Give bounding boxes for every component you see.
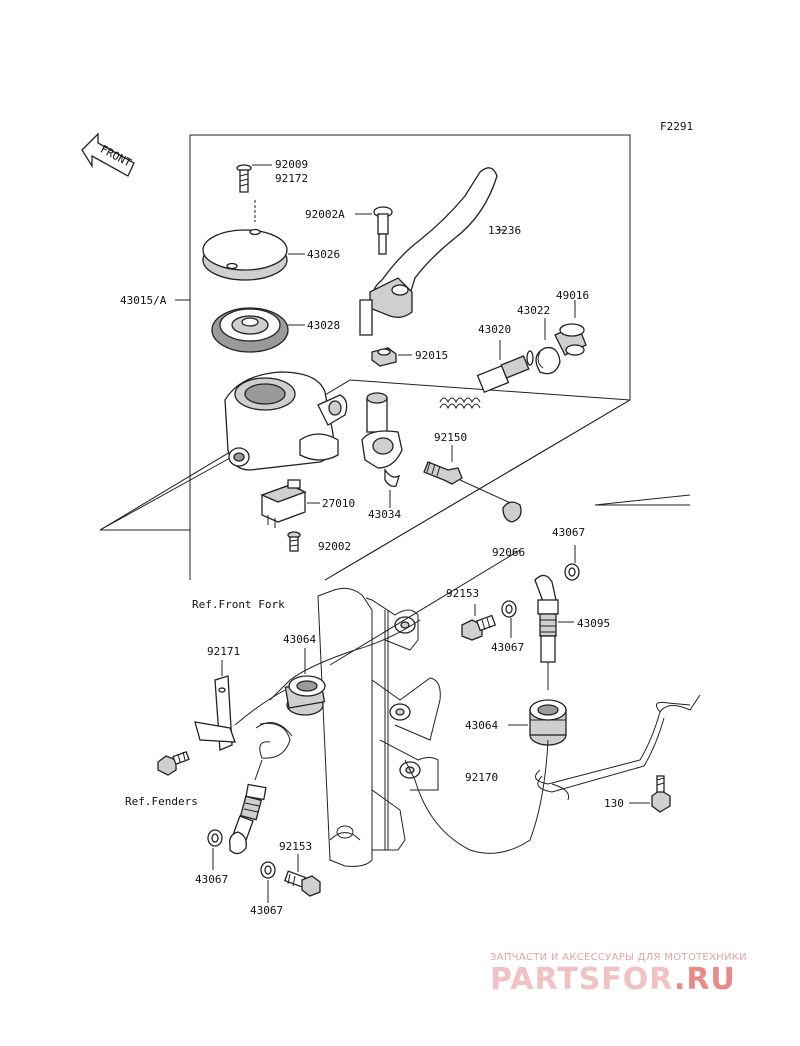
banjo-bolt-part-b (283, 854, 321, 897)
guide-line (329, 549, 521, 666)
label-43067-d: 43067 (250, 904, 283, 917)
dust-boot-part (554, 300, 587, 356)
guide-line (594, 494, 691, 506)
label-43067-a: 43067 (552, 526, 585, 539)
circlip-part (535, 318, 561, 375)
watermark-logo-tld: .RU (673, 962, 736, 997)
label-92171: 92171 (207, 645, 240, 658)
label-92015: 92015 (415, 349, 448, 362)
label-43026: 43026 (307, 248, 340, 261)
brake-switch-part (260, 479, 320, 528)
label-92172: 92172 (275, 172, 308, 185)
label-43022: 43022 (517, 304, 550, 317)
label-92150: 92150 (434, 431, 467, 444)
clamp-bolt-part (423, 445, 463, 485)
label-92002: 92002 (318, 540, 351, 553)
bracket-bolt-part (157, 751, 190, 776)
hose-bracket-part (194, 660, 286, 751)
label-92170: 92170 (465, 771, 498, 784)
label-92153-b: 92153 (279, 840, 312, 853)
brake-hose-part (269, 619, 549, 854)
switch-screw-part (287, 531, 301, 552)
front-arrow-icon: FRONT (81, 132, 135, 177)
brake-lever-part (359, 167, 505, 336)
label-43020: 43020 (478, 323, 511, 336)
washer-part-c (207, 829, 223, 870)
label-43015A: 43015/A (120, 294, 167, 307)
part-labels: 92009 92172 92002A 13236 43026 43015/A 4… (120, 158, 624, 917)
lower-banjo-fitting-part (229, 783, 267, 855)
diaphragm-part (211, 307, 305, 353)
banjo-bolt-part-a (461, 604, 497, 641)
lever-nut-part (371, 347, 412, 367)
cap-screw-part (236, 164, 272, 222)
ref-front-fork-label: Ref.Front Fork (192, 598, 285, 611)
label-92066: 92066 (492, 546, 525, 559)
ref-fenders-label: Ref.Fenders (125, 795, 198, 808)
watermark-logo: PARTSFOR.RU (490, 962, 736, 997)
label-43064-a: 43064 (283, 633, 316, 646)
label-43034: 43034 (368, 508, 401, 521)
label-43028: 43028 (307, 319, 340, 332)
handlebar-clamp-part (361, 392, 403, 508)
label-92002A: 92002A (305, 208, 345, 221)
label-27010: 27010 (322, 497, 355, 510)
label-130: 130 (604, 797, 624, 810)
piston-assembly-part (439, 340, 534, 410)
label-49016: 49016 (556, 289, 589, 302)
pivot-bolt-part (355, 206, 393, 255)
guide-line (324, 399, 631, 581)
label-92153-a: 92153 (446, 587, 479, 600)
figure-code: F2291 (660, 120, 693, 133)
master-cylinder-body-part (224, 371, 348, 471)
watermark-logo-main: PARTSFOR (490, 962, 674, 997)
label-43067-b: 43067 (491, 641, 524, 654)
label-43095: 43095 (577, 617, 610, 630)
hose-grommet-part-a (284, 648, 326, 716)
washer-part-d (260, 861, 276, 903)
label-13236: 13236 (488, 224, 521, 237)
hose-grommet-part-b (508, 699, 567, 746)
watermark-tagline: ЗАПЧАСТИ И АКСЕССУАРЫ ДЛЯ МОТОТЕХНИКИ (490, 952, 747, 963)
hose-guide-clip-part (254, 722, 293, 781)
label-43067-c: 43067 (195, 873, 228, 886)
bleed-cap-part (459, 479, 522, 523)
label-92009: 92009 (275, 158, 308, 171)
banjo-hose-fitting-part (534, 574, 574, 690)
washer-part-a (564, 545, 580, 581)
hose-clamp-bolt-part (629, 775, 671, 813)
front-fork-part (317, 587, 441, 867)
reservoir-cap-part (202, 228, 305, 281)
label-43064-b: 43064 (465, 719, 498, 732)
hose-clamp-wire-part (535, 694, 701, 801)
washer-part-b (501, 600, 517, 638)
